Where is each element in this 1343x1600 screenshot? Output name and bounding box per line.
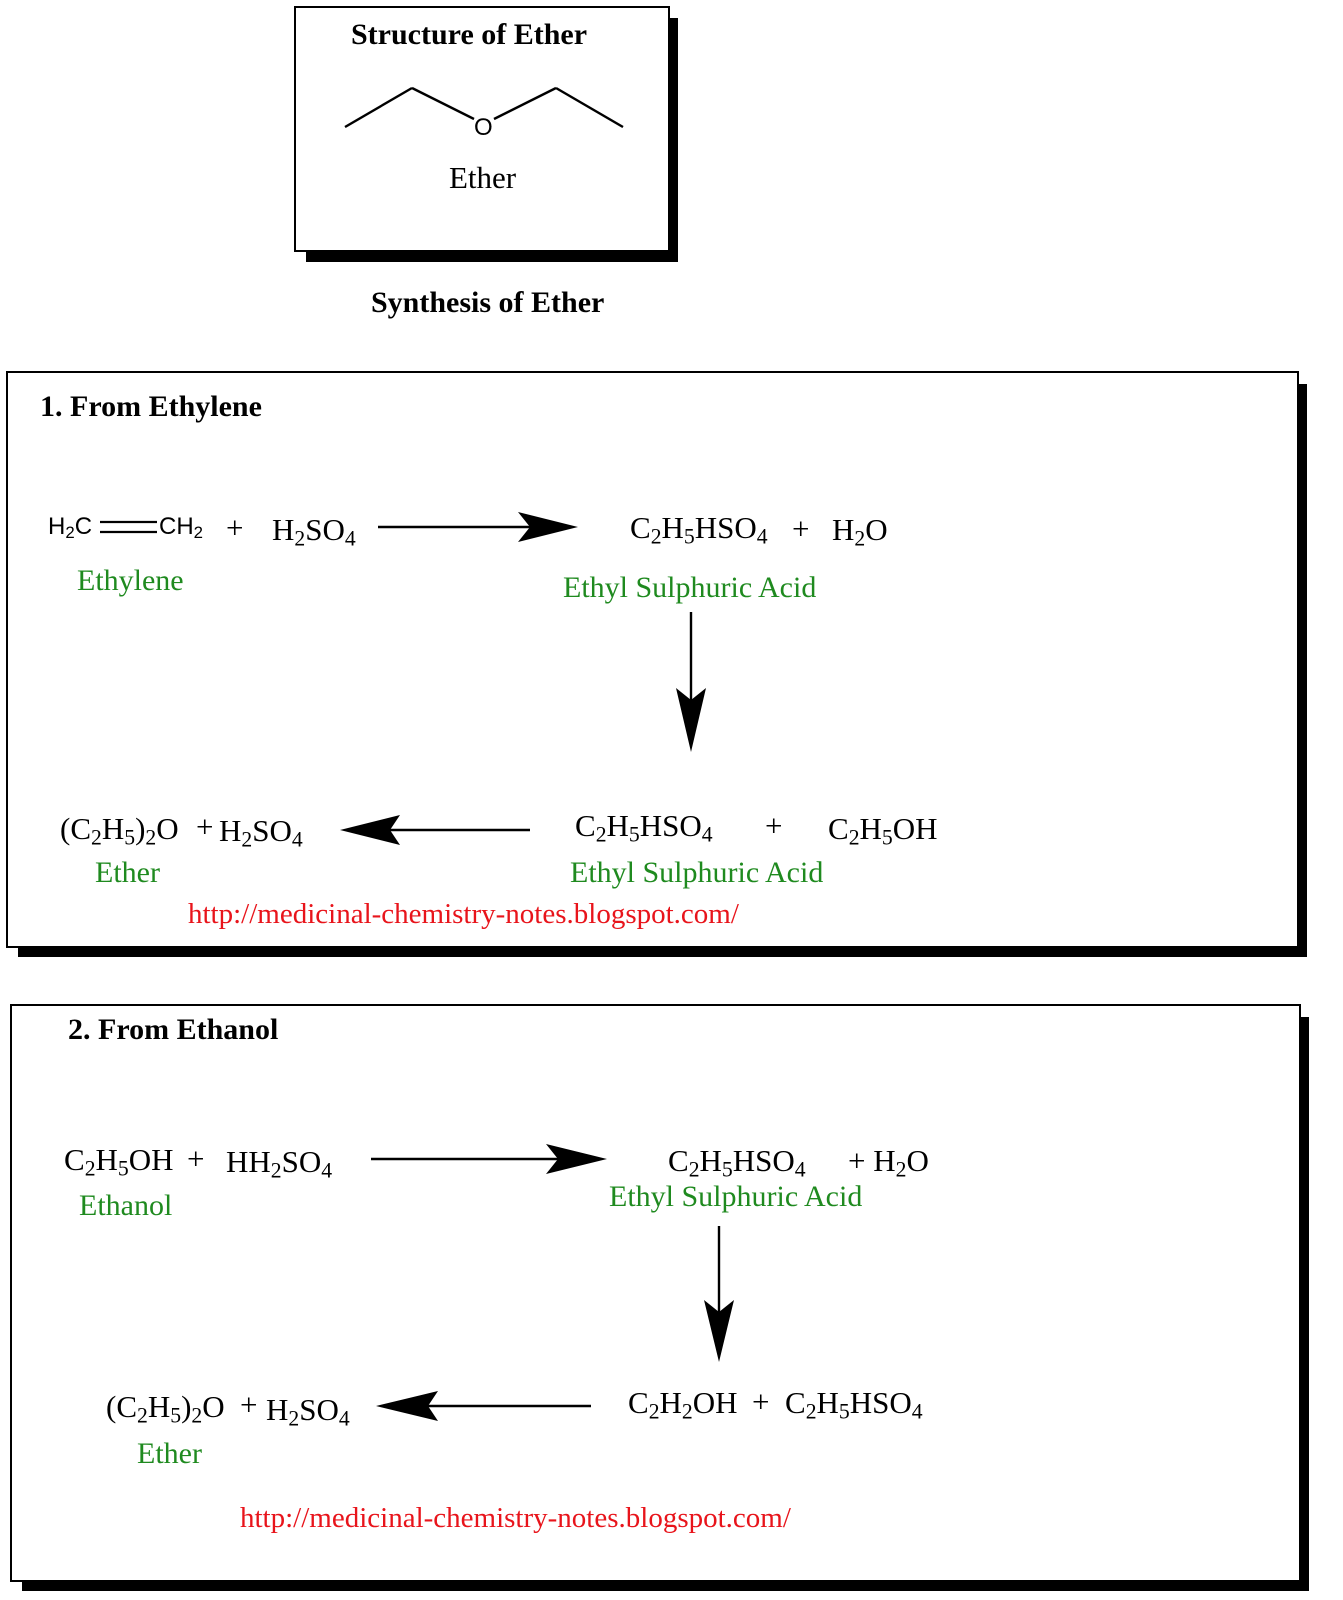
source-url: http://medicinal-chemistry-notes.blogspo… [240,1502,791,1534]
ethylene-h: H [48,513,66,540]
plus-sign: + [187,1141,205,1176]
ether-bond-1 [344,86,413,129]
sulfuric-acid-formula: H2SO4 [266,1392,350,1431]
sulfuric-acid-formula: H2SO4 [219,813,303,852]
ethyl-sulphuric-acid-formula: C2H5HSO4 [785,1385,923,1424]
plus-sign: + [226,510,244,545]
plus-sign: + [196,809,214,844]
section1-box [6,371,1299,948]
ethanol-name: Ethanol [79,1189,173,1222]
ethanol-formula: C2H5OH [828,811,938,850]
ether-bond-4 [555,86,624,129]
ether-formula: (C2H5)2O [60,811,179,850]
section2-heading: 2. From Ethanol [68,1013,279,1046]
ether-name: Ether [95,856,160,889]
ethylene-ch-subscript: 2 [193,523,204,543]
ethyl-sulphuric-acid-formula: C2H5HSO4 [575,808,713,847]
reaction-arrow-down-icon [676,612,706,752]
reaction-arrow-left-icon [340,815,530,845]
ethylene-formula: H2C [48,513,92,541]
plus-sign: + [792,511,810,546]
section2-box [10,1004,1301,1582]
ether-name: Ether [137,1437,202,1470]
ethanol-formula: C2H2OH [628,1385,738,1424]
structure-box [294,6,670,252]
synthesis-title: Synthesis of Ether [371,286,605,319]
reaction-arrow-right-icon [378,512,578,542]
reaction-arrow-right-icon [371,1144,607,1174]
ethylene-ch: CH [159,513,194,540]
ether-bond-3 [493,86,557,121]
ethanol-formula: C2H5OH [64,1142,174,1181]
structure-title: Structure of Ether [351,18,588,51]
source-url: http://medicinal-chemistry-notes.blogspo… [188,898,739,930]
ethylene-h-subscript: 2 [65,523,75,543]
ethyl-sulphuric-acid-name: Ethyl Sulphuric Acid [570,856,824,889]
sulfuric-acid-formula: HH2SO4 [226,1144,333,1183]
water-formula: + H2O [848,1143,929,1182]
ethylene-c: C [74,513,93,540]
ethyl-sulphuric-acid-name: Ethyl Sulphuric Acid [609,1180,863,1213]
plus-sign: + [752,1384,770,1419]
reaction-arrow-left-icon [376,1391,591,1421]
ethyl-sulphuric-acid-formula: C2H5HSO4 [630,510,768,549]
sulfuric-acid-formula: H2SO4 [272,512,356,551]
ethylene-name: Ethylene [77,564,184,597]
plus-sign: + [240,1387,258,1422]
structure-label: Ether [449,160,517,195]
water-formula: H2O [832,512,888,551]
oxygen-atom-label: O [474,114,493,141]
ethyl-sulphuric-acid-formula: C2H5HSO4 [668,1143,806,1182]
ethyl-sulphuric-acid-name: Ethyl Sulphuric Acid [563,571,817,604]
section1-heading: 1. From Ethylene [40,390,262,423]
ether-formula: (C2H5)2O [106,1389,225,1428]
plus-sign: + [765,808,783,843]
ether-bond-2 [411,86,475,121]
ethylene-ch2: CH2 [159,513,203,541]
reaction-arrow-down-icon [704,1226,734,1362]
